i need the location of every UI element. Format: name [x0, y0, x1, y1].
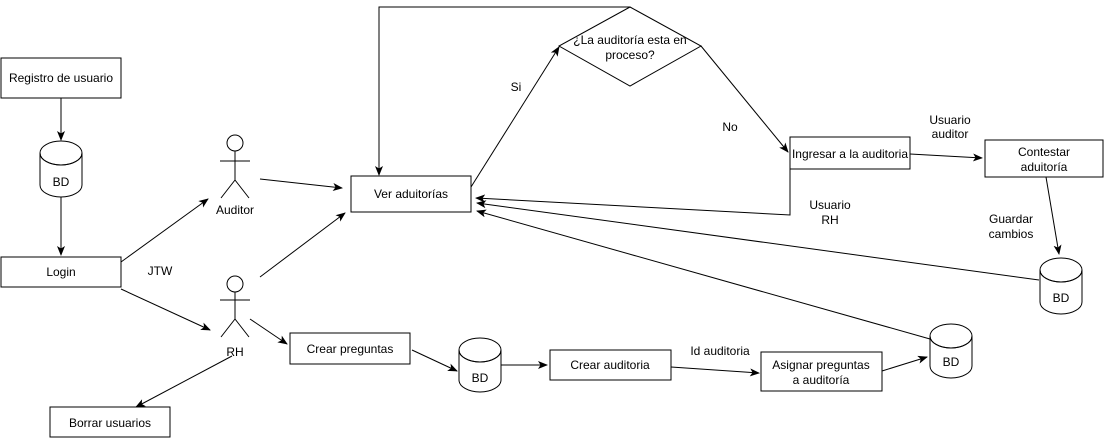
- node-ingresar-auditoria-label: Ingresar a la auditoria: [792, 147, 908, 161]
- edge-decision-to-ingresar: [700, 45, 789, 153]
- node-registro-usuario-label: Registro de usuario: [9, 71, 113, 85]
- edge-bd-asignar-to-ver: [476, 209, 931, 340]
- label-guardar-2: cambios: [989, 227, 1034, 241]
- database-bd-mid-label: BD: [472, 371, 489, 385]
- label-no: No: [722, 120, 738, 134]
- node-asignar-line2: a auditoría: [793, 373, 850, 387]
- edge-login-to-auditor: [120, 198, 209, 263]
- node-borrar-usuarios-label: Borrar usuarios: [69, 416, 151, 430]
- node-login: Login: [0, 256, 122, 288]
- node-asignar-preguntas: Asignar preguntas a auditoría: [760, 351, 883, 392]
- edge-rh-to-ver: [259, 212, 346, 278]
- edge-crear-preguntas-to-bd-mid: [411, 349, 458, 372]
- edge-ver-to-decision: [470, 46, 560, 188]
- decision-auditoria-en-proceso: ¿La auditoría esta en proceso?: [557, 6, 703, 87]
- label-si: Si: [511, 80, 522, 94]
- node-borrar-usuarios: Borrar usuarios: [49, 406, 171, 438]
- node-crear-preguntas-label: Crear preguntas: [307, 342, 394, 356]
- database-bd-asignar: BD: [929, 323, 973, 379]
- label-usuario-auditor-2: auditor: [932, 127, 969, 141]
- decision-label-line2: proceso?: [605, 48, 655, 62]
- edge-decision-loop-to-ver: [375, 6, 630, 176]
- node-registro-usuario: Registro de usuario: [0, 57, 122, 99]
- node-ver-auditorias-label: Ver aduitorías: [374, 187, 448, 201]
- edge-labels: JTW Si No Usuario auditor Usuario RH Gua…: [148, 80, 1034, 358]
- edge-rh-to-crear-preguntas: [249, 318, 288, 345]
- database-bd-mid: BD: [458, 337, 502, 393]
- node-login-label: Login: [46, 265, 75, 279]
- edge-login-to-rh: [120, 288, 211, 331]
- node-asignar-line1: Asignar preguntas: [772, 358, 869, 372]
- edge-ingresar-to-ver: [475, 156, 791, 216]
- actor-rh: RH: [220, 275, 250, 359]
- node-crear-auditoria-label: Crear auditoria: [570, 358, 650, 372]
- label-usuario-rh-2: RH: [821, 213, 838, 227]
- label-usuario-rh-1: Usuario: [809, 198, 851, 212]
- edge-rh-to-borrar: [135, 355, 233, 408]
- node-ingresar-auditoria: Ingresar a la auditoria: [789, 136, 911, 170]
- database-bd-right-label: BD: [1053, 291, 1070, 305]
- node-crear-preguntas: Crear preguntas: [289, 332, 411, 365]
- node-contestar-line2: aduitoría: [1021, 160, 1068, 174]
- label-usuario-auditor-1: Usuario: [929, 113, 971, 127]
- label-guardar-1: Guardar: [989, 212, 1033, 226]
- label-jtw: JTW: [148, 264, 173, 278]
- label-id-auditoria: Id auditoria: [690, 344, 750, 358]
- actor-auditor: Auditor: [216, 134, 254, 217]
- database-bd-right: BD: [1039, 257, 1083, 315]
- actor-rh-label: RH: [226, 345, 243, 359]
- edge-ingresar-to-contestar: [909, 153, 983, 162]
- edge-asignar-to-bd: [881, 355, 928, 372]
- edge-bd-right-to-ver: [476, 200, 1040, 281]
- edge-crear-auditoria-to-asignar: [670, 366, 760, 377]
- edges: [57, 6, 1062, 408]
- database-bd-top: BD: [39, 140, 83, 198]
- database-bd-asignar-label: BD: [943, 355, 960, 369]
- node-crear-auditoria: Crear auditoria: [549, 349, 672, 381]
- actor-auditor-label: Auditor: [216, 203, 254, 217]
- node-contestar-auditoria: Contestar aduitoría: [984, 139, 1104, 178]
- database-bd-top-label: BD: [53, 175, 70, 189]
- edge-contestar-to-bd-right: [1045, 176, 1062, 255]
- node-contestar-line1: Contestar: [1018, 145, 1070, 159]
- decision-label-line1: ¿La auditoría esta en: [573, 33, 686, 47]
- edge-auditor-to-ver: [259, 178, 343, 191]
- node-ver-auditorias: Ver aduitorías: [350, 175, 472, 213]
